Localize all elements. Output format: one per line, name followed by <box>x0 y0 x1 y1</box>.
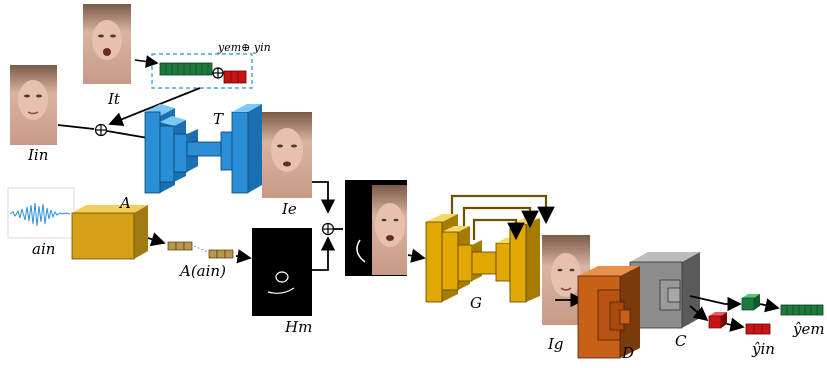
arrow-input-to-g <box>407 248 426 263</box>
label-d: D <box>622 344 635 362</box>
audio-feature-vector <box>167 241 234 259</box>
label-i-in: Iin <box>28 146 49 164</box>
label-a: A <box>120 194 131 212</box>
concat-symbol-vector <box>212 67 224 79</box>
network-t <box>144 104 262 194</box>
label-i-g: Ig <box>548 335 564 353</box>
arrow-feature-to-hm <box>235 249 252 264</box>
label-y-in-hat: ŷin <box>752 340 775 358</box>
label-i-e: Ie <box>282 200 297 218</box>
face-image-input <box>10 65 57 145</box>
arrow-vector-to-concat <box>108 87 201 127</box>
arrow-c-to-emotion <box>689 295 742 312</box>
emotion-output <box>741 294 824 316</box>
arrow-c-to-identity <box>689 305 709 322</box>
network-c <box>629 252 700 329</box>
network-g <box>425 214 540 303</box>
label-h-m: Hm <box>285 318 313 336</box>
motion-heatmap <box>252 228 312 316</box>
skip-connections <box>450 194 555 241</box>
network-a <box>71 205 148 260</box>
arrow-concat-to-t <box>106 130 149 139</box>
arrow-a-to-feature <box>147 232 166 247</box>
label-i-t: It <box>108 90 120 108</box>
label-a-in: ain <box>32 240 56 258</box>
concat-symbol-middle <box>321 222 335 236</box>
face-image-target <box>83 4 131 84</box>
label-g: G <box>470 294 482 312</box>
audio-waveform <box>7 187 75 239</box>
label-y-em-hat: ŷem <box>793 320 825 338</box>
arrow-hm-to-concat <box>312 236 336 271</box>
label-vector-box <box>151 53 253 89</box>
network-d <box>577 266 640 359</box>
face-image-combined <box>345 180 407 276</box>
label-c: C <box>675 332 687 350</box>
identity-output <box>708 312 771 335</box>
concat-symbol-top <box>94 123 108 137</box>
arrow-it-to-vector <box>134 55 159 68</box>
arrow-ie-to-concat <box>312 181 336 214</box>
label-t: T <box>213 110 224 128</box>
label-a-of-ain: A(ain) <box>180 262 226 280</box>
arrow-iin-to-concat <box>57 124 95 130</box>
face-image-expression <box>262 112 312 198</box>
label-y-concat: yem⊕ yin <box>218 41 271 54</box>
